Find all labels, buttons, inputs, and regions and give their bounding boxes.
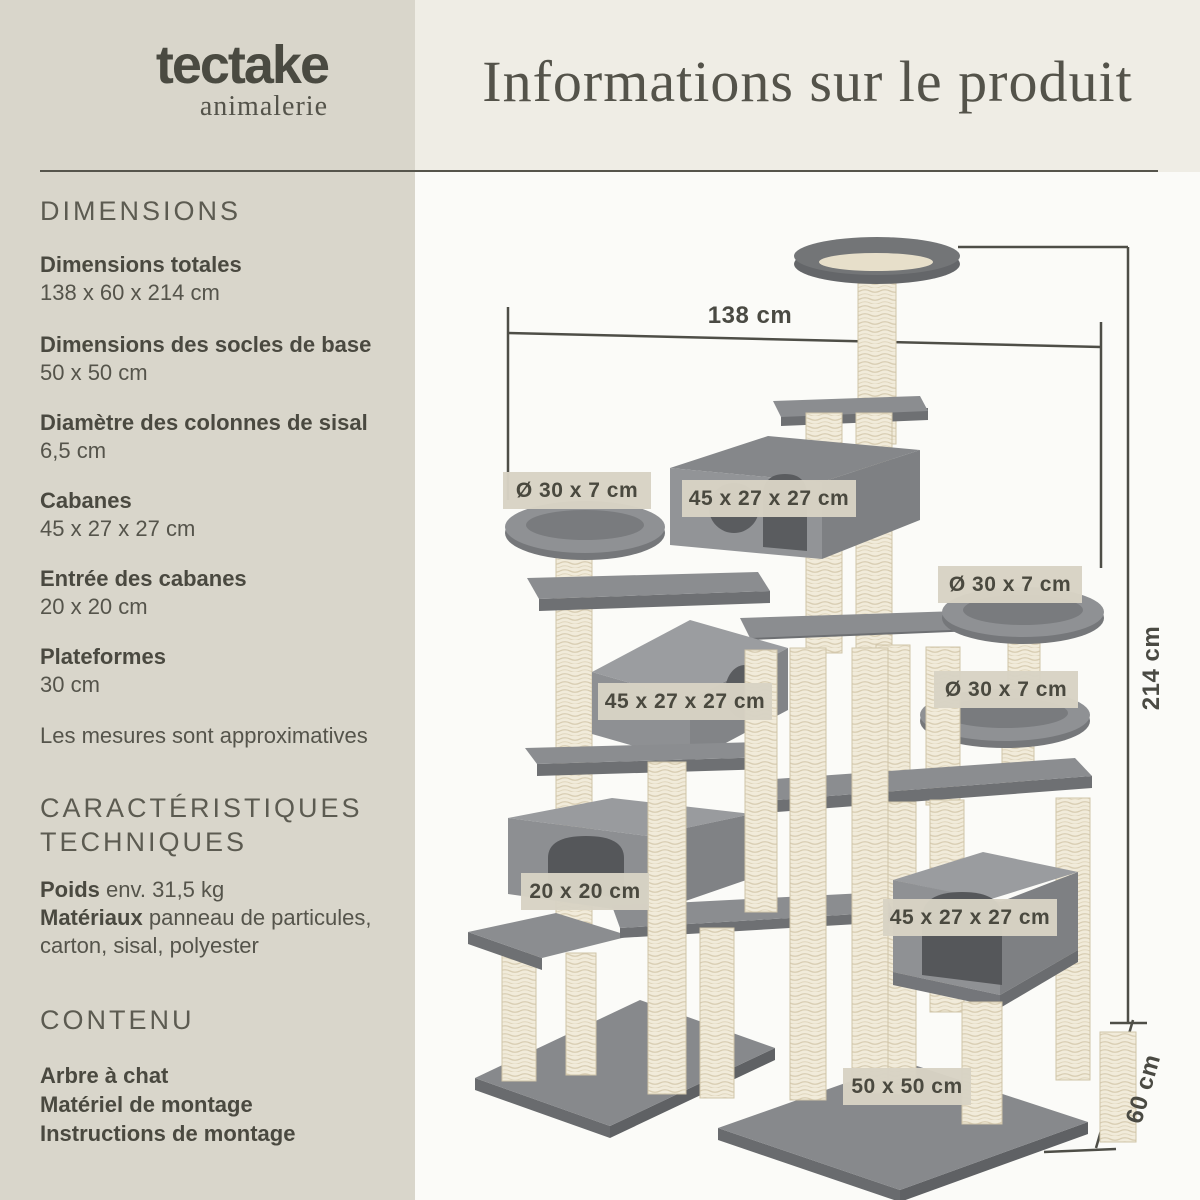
section-heading-dimensions: DIMENSIONS [40,196,242,226]
entry-label: Cabanes [40,488,132,513]
dimension-width: 138 cm [707,302,793,329]
dimension-entry: Plateformes 30 cm [40,643,400,699]
dimension-entry: Diamètre des colonnes de sisal 6,5 cm [40,409,400,465]
content-item: Arbre à chat [40,1063,169,1088]
measure-label-house-top: 45 x 27 x 27 cm [682,480,856,517]
spec-label: Poids [40,877,100,902]
spec-value: env. 31,5 kg [106,877,225,902]
brand-logo: tectake animalerie [0,35,330,122]
entry-label: Plateformes [40,644,166,669]
entry-value: 30 cm [40,672,100,697]
measure-label-house-middle: 45 x 27 x 27 cm [598,683,772,720]
spec-label: Matériaux [40,905,143,930]
spec-value: panneau de particules, carton, sisal, po… [40,905,372,958]
measure-label-entrance: 20 x 20 cm [521,873,649,910]
dimension-entry: Dimensions totales 138 x 60 x 214 cm [40,251,400,307]
brand-subtitle: animalerie [199,91,328,122]
measurements-note: Les mesures sont approximatives [40,723,368,748]
section-heading-caracteristiques: CARACTÉRISTIQUES TECHNIQUES [40,793,363,857]
top-perch [794,237,960,284]
dimension-entry: Dimensions des socles de base 50 x 50 cm [40,331,400,387]
entry-value: 50 x 50 cm [40,360,148,385]
content-list: Arbre à chat Matériel de montage Instruc… [40,1061,400,1148]
measure-label-platform-left: Ø 30 x 7 cm [503,472,651,509]
content-item: Instructions de montage [40,1121,296,1146]
section-heading-contenu: CONTENU [40,1005,195,1035]
entry-label: Dimensions totales [40,252,242,277]
entry-value: 6,5 cm [40,438,107,463]
header-divider [40,170,1158,172]
left-perch [505,501,665,560]
content-item: Matériel de montage [40,1092,253,1117]
dimension-entry: Cabanes 45 x 27 x 27 cm [40,487,400,543]
entry-label: Entrée des cabanes [40,566,247,591]
dimension-entry: Entrée des cabanes 20 x 20 cm [40,565,400,621]
page-title: Informations sur le produit [482,49,1133,114]
dimension-height: 214 cm [1138,625,1165,711]
measure-label-base: 50 x 50 cm [843,1068,971,1105]
measure-label-platform-right-lower: Ø 30 x 7 cm [934,671,1078,708]
entry-value: 138 x 60 x 214 cm [40,280,220,305]
brand-name: tectake [155,35,330,95]
entry-label: Diamètre des colonnes de sisal [40,410,368,435]
sidebar [0,0,415,1200]
tech-specs: Poids env. 31,5 kg Matériaux panneau de … [40,876,390,960]
entry-label: Dimensions des socles de base [40,332,372,357]
entry-value: 20 x 20 cm [40,594,148,619]
entry-value: 45 x 27 x 27 cm [40,516,196,541]
measure-label-platform-right-upper: Ø 30 x 7 cm [938,566,1082,603]
measure-label-house-right: 45 x 27 x 27 cm [883,899,1057,936]
dimension-lines [506,245,1147,1154]
